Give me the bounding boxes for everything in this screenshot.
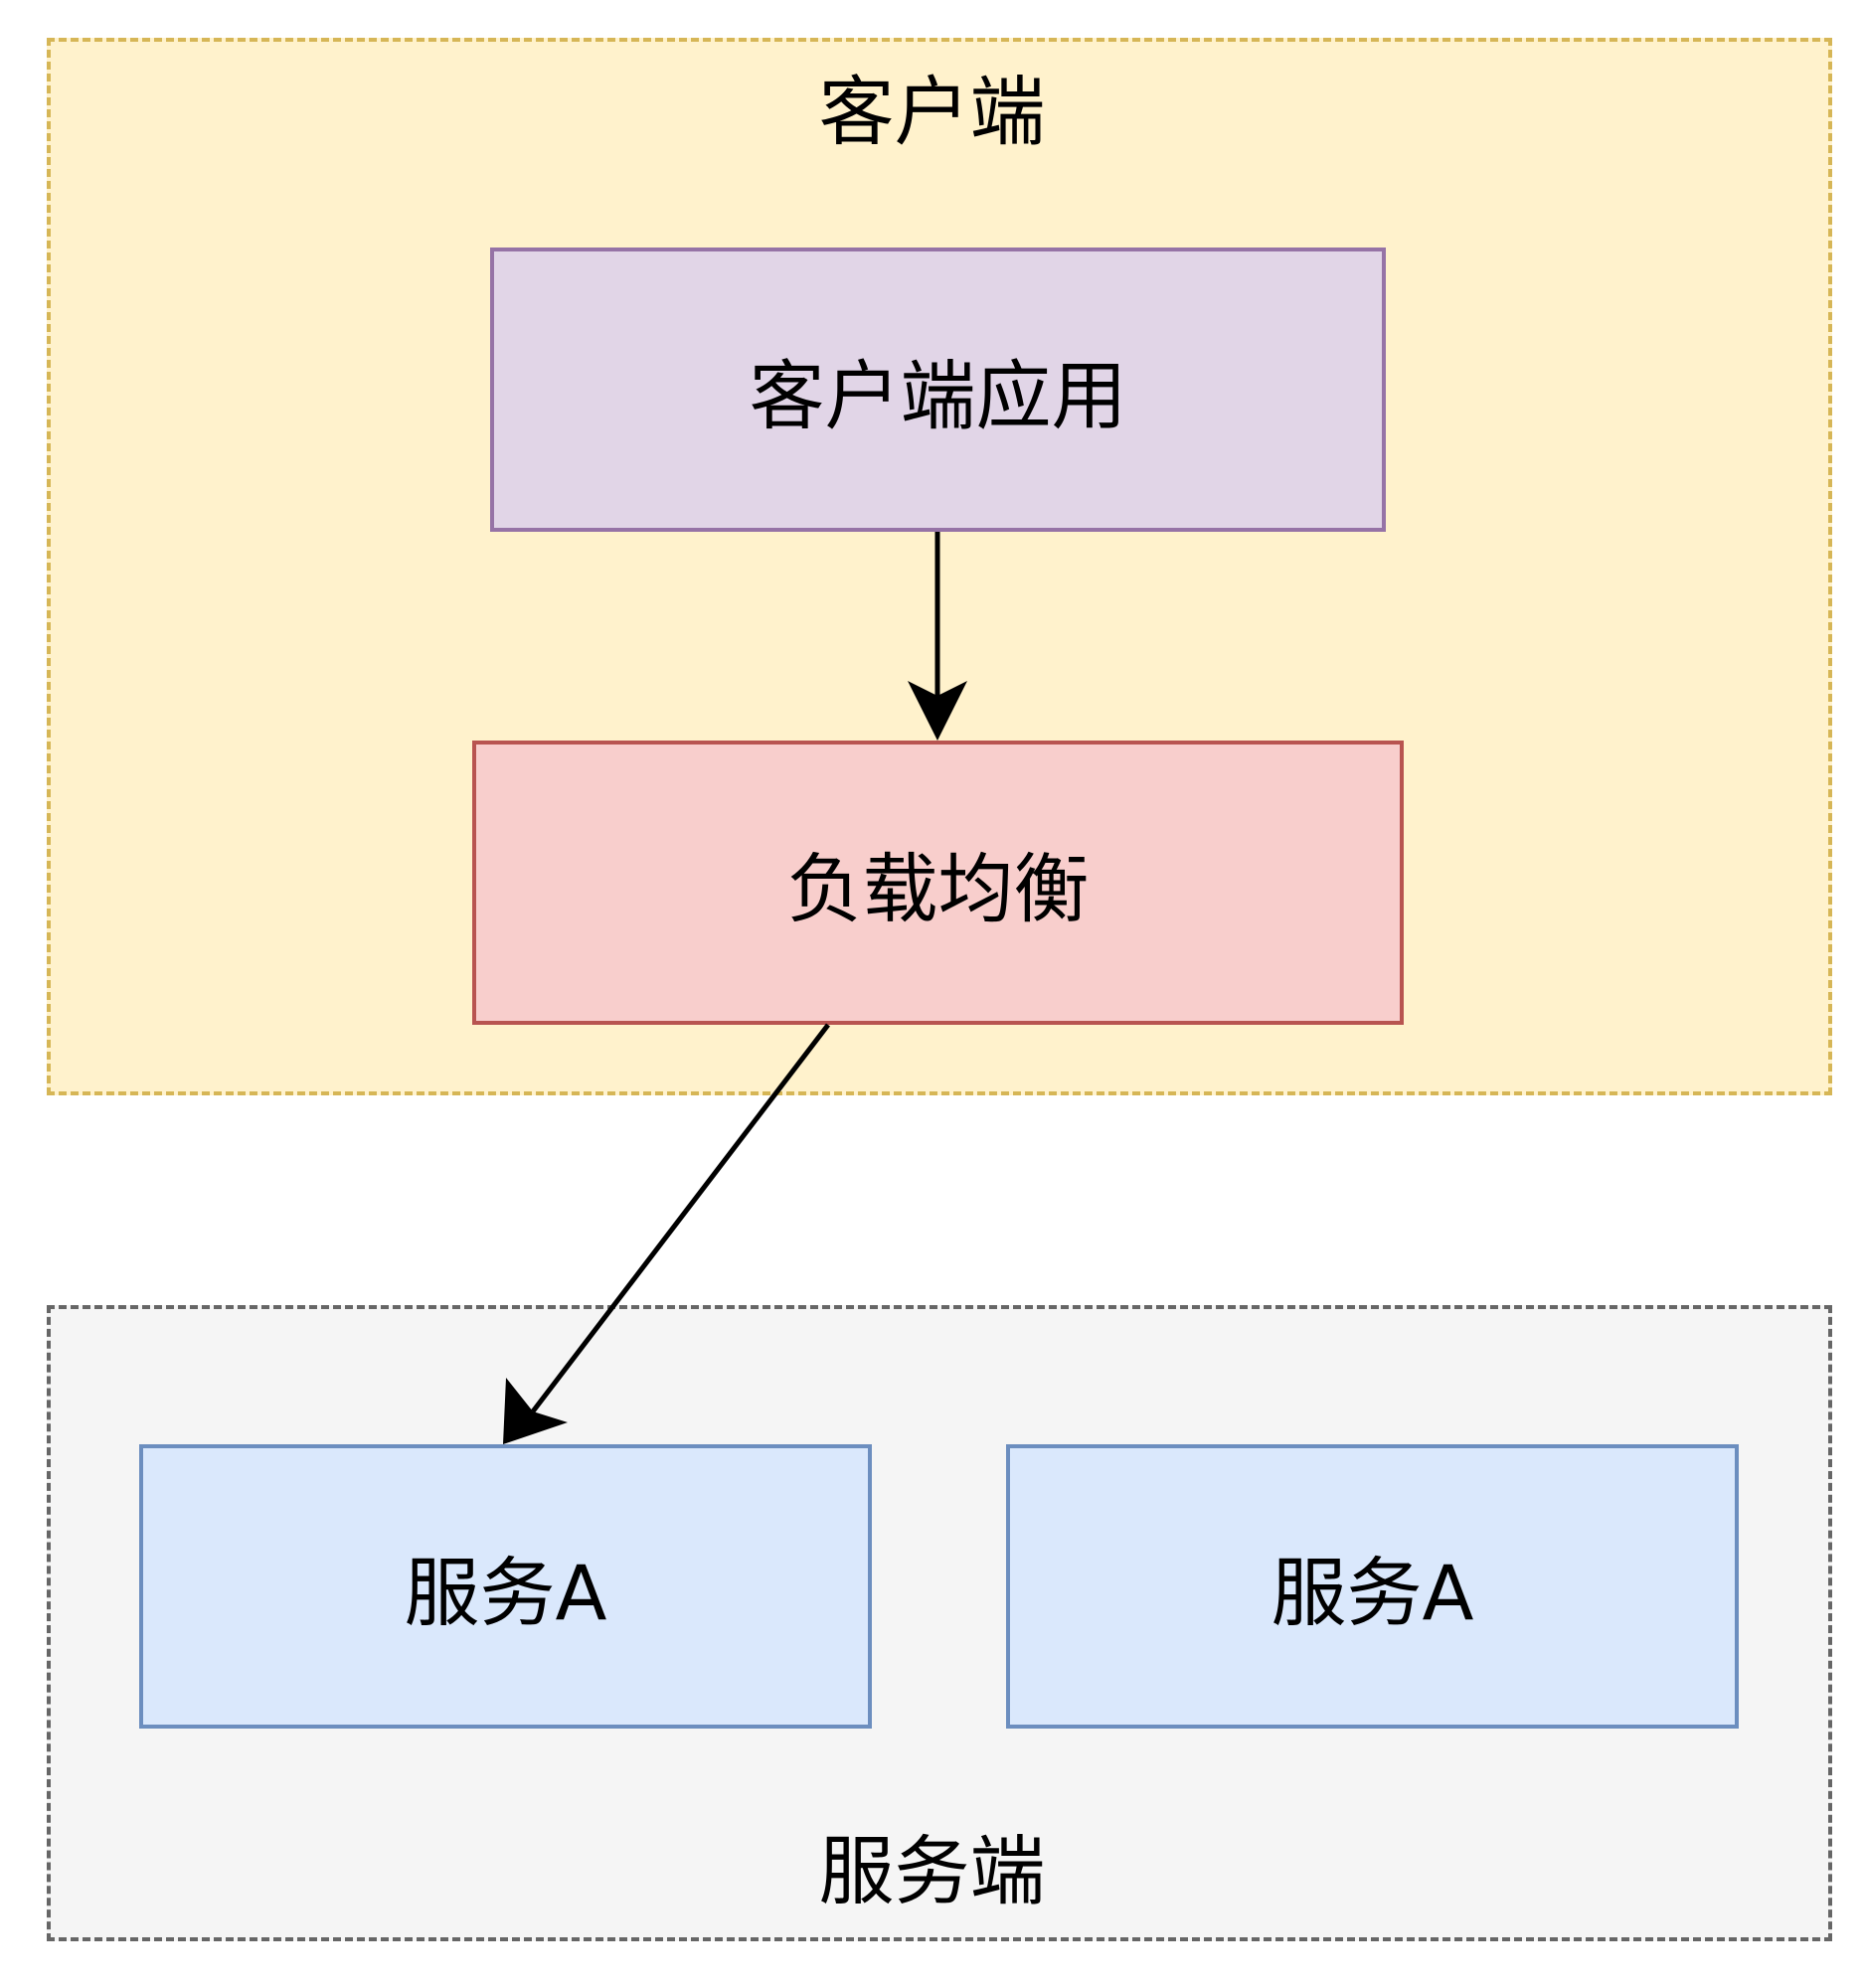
- client-app-node: 客户端应用: [490, 248, 1386, 532]
- service-a-node-2: 服务A: [1006, 1444, 1739, 1729]
- client-group-label: 客户端: [818, 68, 1046, 156]
- service-a-label-2: 服务A: [1271, 1549, 1474, 1637]
- load-balancer-node: 负载均衡: [472, 741, 1404, 1025]
- client-app-label: 客户端应用: [749, 352, 1127, 440]
- load-balancer-label: 负载均衡: [786, 845, 1090, 933]
- server-group-label: 服务端: [818, 1827, 1046, 1915]
- service-a-label-1: 服务A: [404, 1549, 607, 1637]
- service-a-node-1: 服务A: [139, 1444, 872, 1729]
